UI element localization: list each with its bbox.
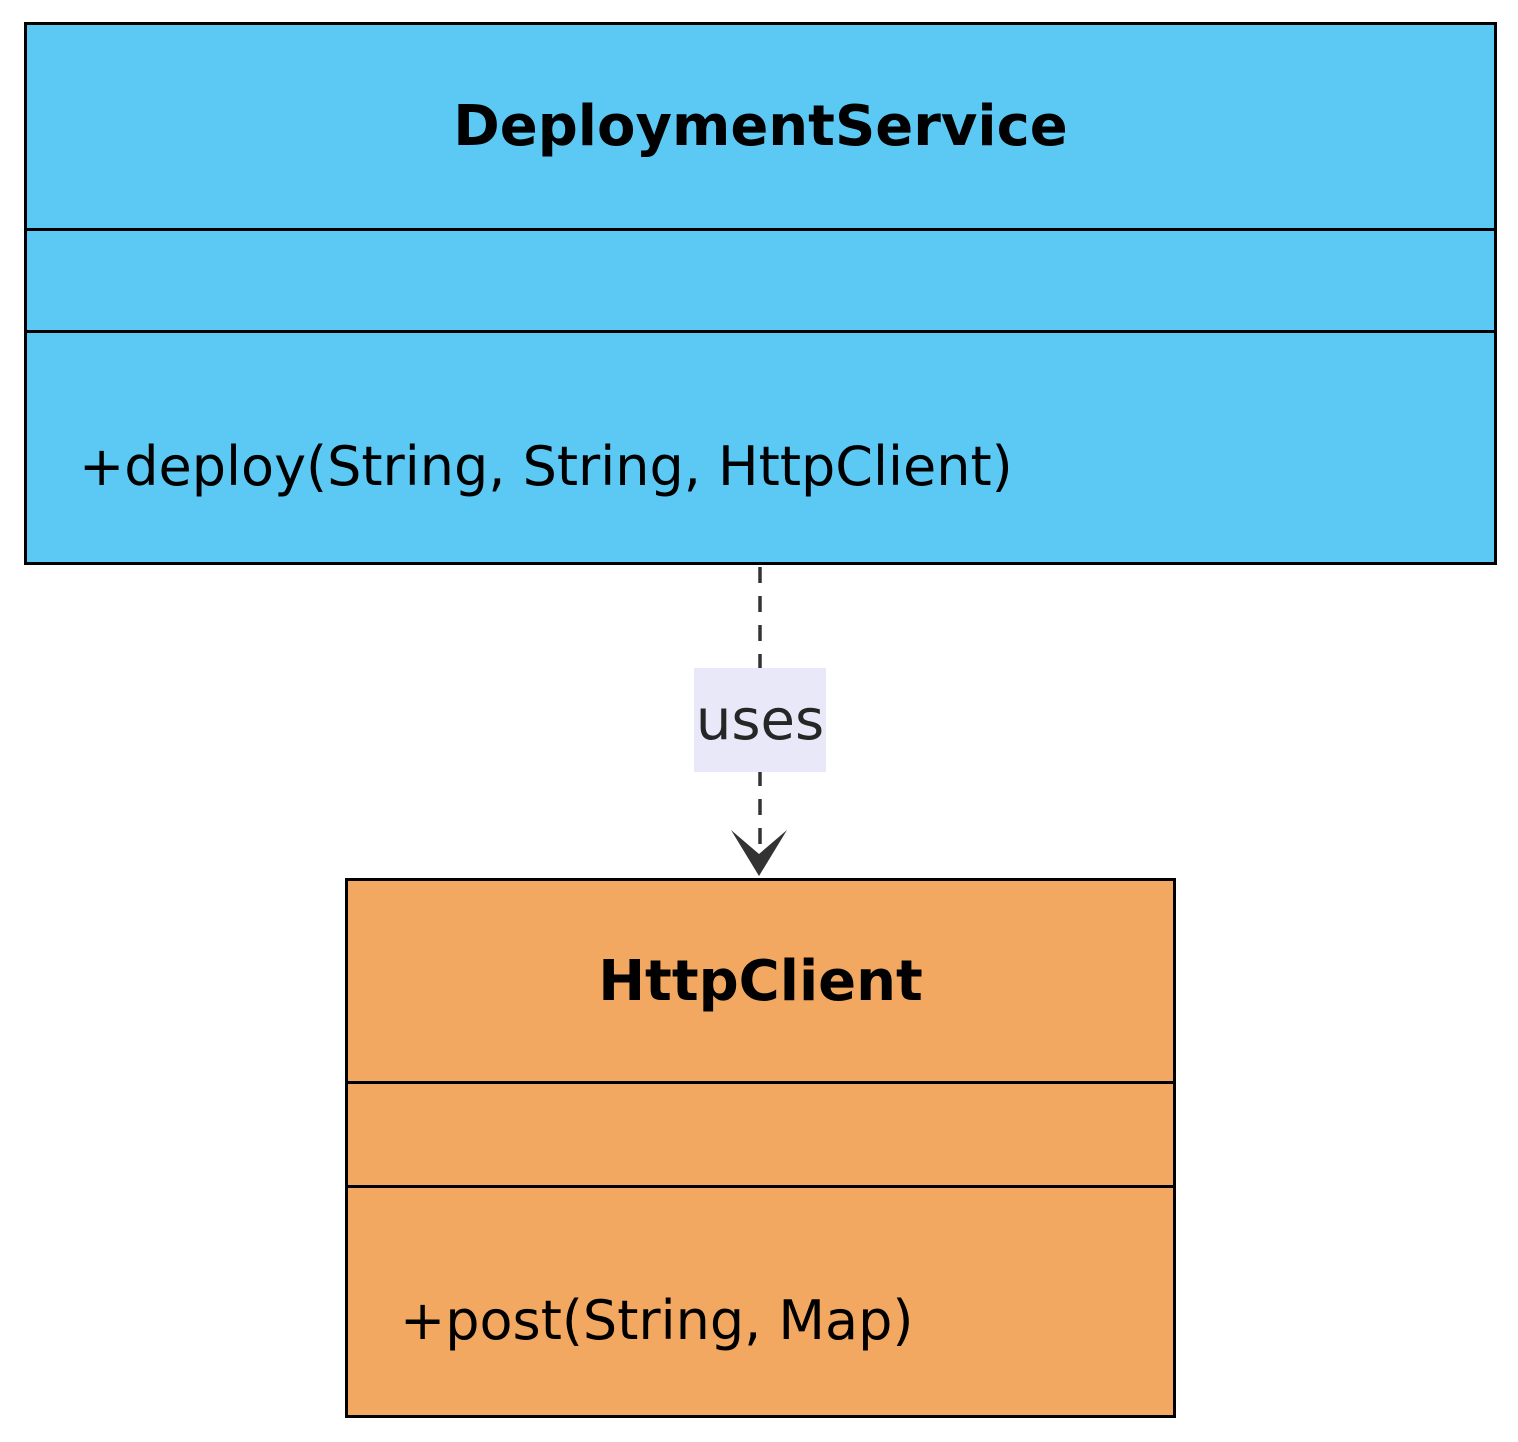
class-methods-compartment: +deploy(String, String, HttpClient) — [27, 333, 1494, 562]
class-name-label: HttpClient — [598, 948, 923, 1014]
edge-label: uses — [694, 668, 826, 772]
class-title-compartment: DeploymentService — [27, 25, 1494, 231]
class-attributes-compartment-empty — [348, 1084, 1173, 1188]
class-name-label: DeploymentService — [453, 94, 1068, 159]
arrowhead-down-icon — [731, 830, 787, 876]
class-methods-compartment: +post(String, Map) — [348, 1188, 1173, 1415]
edge-label-text: uses — [695, 687, 825, 753]
method-label: +post(String, Map) — [400, 1289, 914, 1352]
class-box-http-client: HttpClient +post(String, Map) — [345, 878, 1176, 1418]
method-label: +deploy(String, String, HttpClient) — [79, 435, 1013, 498]
class-box-deployment-service: DeploymentService +deploy(String, String… — [24, 22, 1497, 565]
class-attributes-compartment-empty — [27, 231, 1494, 333]
class-title-compartment: HttpClient — [348, 881, 1173, 1084]
